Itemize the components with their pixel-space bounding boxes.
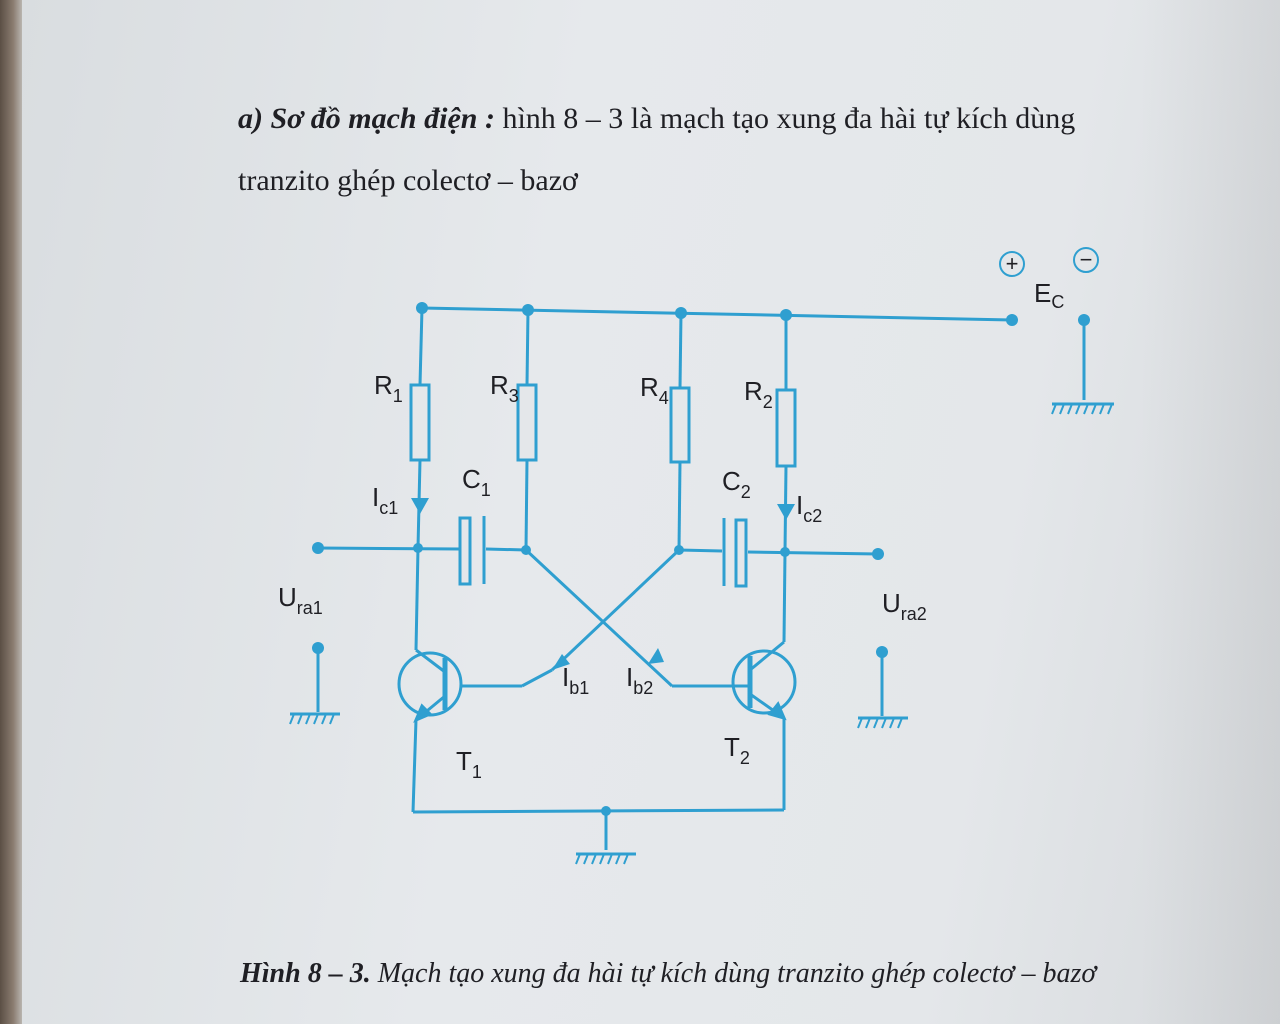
junction-dot bbox=[413, 543, 423, 553]
current-arrow-ib2 bbox=[648, 648, 664, 664]
ground-symbols bbox=[289, 402, 1114, 865]
wire-c2-left bbox=[678, 548, 723, 553]
book-spine-edge bbox=[0, 0, 22, 1024]
current-arrow-ic1 bbox=[411, 498, 429, 514]
terminal-ura2-ground bbox=[876, 646, 888, 658]
transistor-t2-body bbox=[731, 649, 797, 715]
junction-dot bbox=[675, 307, 687, 319]
label-ec: EC bbox=[1034, 278, 1064, 312]
wire-b1-tail bbox=[521, 668, 553, 688]
capacitors bbox=[458, 516, 748, 588]
current-arrow-ic2 bbox=[777, 504, 795, 520]
label-t2: T2 bbox=[724, 732, 750, 768]
terminal-ec-positive bbox=[1006, 314, 1018, 326]
terminal-ura1 bbox=[312, 542, 324, 554]
current-arrows bbox=[411, 498, 795, 670]
label-ic1: Ic1 bbox=[372, 482, 398, 518]
supply-symbols: + − bbox=[999, 247, 1099, 277]
junction-dot bbox=[601, 806, 611, 816]
plus-sign: + bbox=[1006, 251, 1019, 276]
ground-icon bbox=[857, 716, 908, 729]
label-t1: T1 bbox=[456, 746, 482, 782]
junction-dots bbox=[312, 302, 1090, 816]
junction-dot bbox=[522, 304, 534, 316]
resistor-r1 bbox=[409, 383, 431, 462]
wire-cross-b1 bbox=[550, 548, 681, 672]
wire-t1-emitter bbox=[411, 719, 418, 813]
label-r1: R1 bbox=[374, 370, 403, 406]
resistor-r3 bbox=[516, 383, 538, 462]
wire-t1-collector bbox=[414, 547, 420, 651]
wire-ura1 bbox=[317, 546, 461, 551]
paragraph-line-2: tranzito ghép colectơ – bazơ bbox=[238, 164, 578, 197]
wire-r4-top bbox=[678, 312, 683, 389]
ground-icon bbox=[575, 852, 636, 865]
ground-rail bbox=[412, 808, 785, 814]
resistor-r4 bbox=[669, 386, 691, 464]
section-heading: a) Sơ đồ mạch điện : bbox=[238, 102, 495, 135]
junction-dot bbox=[780, 547, 790, 557]
terminal-ura2 bbox=[872, 548, 884, 560]
label-ib2: Ib2 bbox=[626, 662, 653, 698]
wire-c1-right bbox=[485, 547, 527, 552]
figure-caption: Hình 8 – 3. Mạch tạo xung đa hài tự kích… bbox=[240, 958, 1140, 990]
transistor-t1-collector-leg bbox=[415, 648, 446, 674]
label-ura1: Ura1 bbox=[278, 582, 323, 618]
label-r2: R2 bbox=[744, 376, 773, 412]
book-page bbox=[22, 0, 1280, 1024]
label-c1: C1 bbox=[462, 464, 491, 500]
figure-caption-text: Mạch tạo xung đa hài tự kích dùng tranzi… bbox=[370, 958, 1097, 989]
wire-r1-top bbox=[418, 307, 424, 386]
junction-dot bbox=[416, 302, 428, 314]
figure-caption-label: Hình 8 – 3. bbox=[240, 958, 371, 989]
wire-r4-bottom bbox=[677, 461, 682, 551]
capacitor-c1-plate-a bbox=[458, 516, 472, 586]
wire-r3-bottom bbox=[524, 459, 529, 551]
terminal-ec-negative bbox=[1078, 314, 1090, 326]
label-ib1: Ib1 bbox=[562, 662, 589, 698]
paragraph-text-1: hình 8 – 3 là mạch tạo xung đa hài tự kí… bbox=[494, 102, 1076, 135]
ground-icon bbox=[289, 712, 340, 725]
transistor-t2-collector-leg bbox=[749, 640, 785, 672]
resistors bbox=[409, 383, 797, 468]
transistor-t1-emitter-arrow bbox=[413, 703, 433, 723]
label-ic2: Ic2 bbox=[796, 490, 822, 526]
label-c2: C2 bbox=[722, 466, 751, 502]
wire-r3-top bbox=[525, 309, 530, 386]
transistor-t2-emitter-arrow bbox=[767, 701, 787, 721]
paragraph-line-1: a) Sơ đồ mạch điện : hình 8 – 3 là mạch … bbox=[238, 104, 1198, 134]
transistor-t1 bbox=[397, 648, 463, 723]
component-labels: EC R1 R3 R4 R2 C1 C2 Ic1 Ic2 Ura1 Ura2 I… bbox=[278, 278, 1064, 782]
capacitor-c2-plate-b bbox=[734, 518, 748, 588]
page-fold-shadow bbox=[1140, 0, 1280, 1024]
label-r4: R4 bbox=[640, 372, 669, 408]
label-ura2: Ura2 bbox=[882, 588, 927, 624]
junction-dot bbox=[521, 545, 531, 555]
wires bbox=[316, 306, 1086, 850]
minus-sign: − bbox=[1080, 247, 1093, 272]
terminal-ura1-ground bbox=[312, 642, 324, 654]
current-arrow-ib1 bbox=[552, 654, 570, 670]
wire-t2-collector bbox=[782, 551, 787, 643]
minus-icon bbox=[1073, 247, 1099, 273]
label-r3: R3 bbox=[490, 370, 519, 406]
plus-icon bbox=[999, 251, 1025, 277]
junction-dot bbox=[780, 309, 792, 321]
ground-icon bbox=[1051, 402, 1114, 415]
junction-dot bbox=[674, 545, 684, 555]
wire-cross-b2 bbox=[524, 548, 674, 688]
transistor-t2 bbox=[731, 640, 797, 721]
wire-ura2 bbox=[747, 550, 879, 556]
resistor-r2 bbox=[775, 388, 797, 468]
supply-rail bbox=[421, 306, 1013, 322]
